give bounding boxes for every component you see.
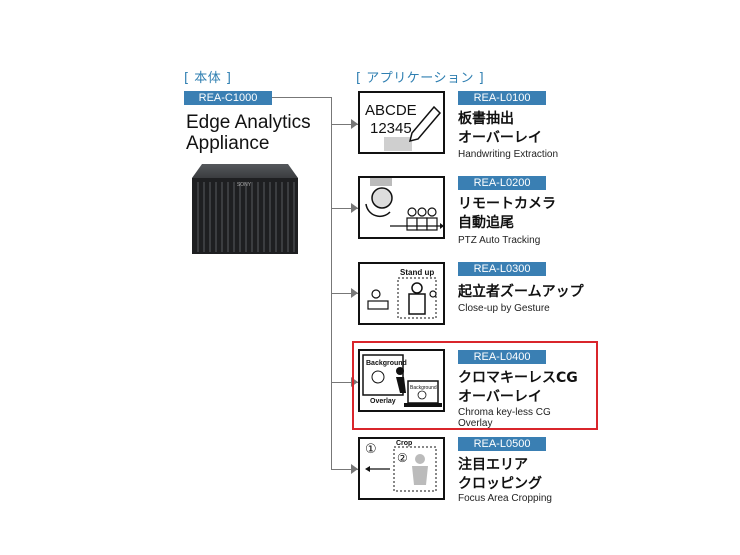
connector-app-3 — [331, 293, 358, 294]
app-3-icon-text1: Stand up — [400, 268, 434, 277]
connector-app-4 — [331, 382, 358, 383]
device-image: SONY — [190, 156, 300, 256]
app-4-icon-text2: Overlay — [370, 398, 396, 405]
app-4-highlight-frame — [352, 341, 598, 430]
connector-app-1 — [331, 124, 358, 125]
app-4-icon-text3: Background — [410, 385, 437, 391]
connector-trunk — [331, 97, 332, 470]
app-5-model-tag: REA-L0500 — [458, 437, 546, 451]
app-4-english-name-line1: Chroma key-less CG — [458, 407, 551, 418]
app-2-name-line1: リモートカメラ — [458, 196, 556, 212]
app-2-model-tag: REA-L0200 — [458, 176, 546, 190]
app-1-name-line1: 板書抽出 — [458, 111, 514, 127]
arrowhead-app-1 — [351, 119, 358, 129]
app-5-icon-text2: ② — [397, 451, 408, 465]
app-4-icon-text1: Background — [366, 360, 407, 367]
app-1-icon-text1: ABCDE — [365, 102, 417, 119]
connector-app-2 — [331, 208, 358, 209]
app-5-icon-text1: ① — [365, 442, 377, 457]
arrowhead-app-5 — [351, 464, 358, 474]
main-unit-section-label: [ 本体 ] — [184, 71, 232, 86]
arrowhead-app-3 — [351, 288, 358, 298]
app-4-english-name-line2: Overlay — [458, 418, 493, 429]
app-4-name-line2: オーバーレイ — [458, 389, 542, 405]
device-model-tag: REA-C1000 — [184, 91, 272, 105]
app-1-model-tag: REA-L0100 — [458, 91, 546, 105]
app-3-icon: Stand up — [358, 262, 445, 325]
device-brand-logo: SONY — [237, 182, 252, 188]
app-4-model-tag: REA-L0400 — [458, 350, 546, 364]
app-1-icon-text2: 12345 — [370, 120, 412, 137]
applications-section-label: [ アプリケーション ] — [356, 71, 485, 86]
connector-app-5 — [331, 469, 358, 470]
app-3-model-tag: REA-L0300 — [458, 262, 546, 276]
app-4-icon: Background Overlay Background — [358, 349, 445, 412]
app-2-icon — [358, 176, 445, 239]
app-1-name-line2: オーバーレイ — [458, 130, 542, 146]
app-5-icon: ① Crop ② — [358, 437, 445, 500]
app-4-name-line1: クロマキーレスCG — [458, 370, 578, 386]
arrowhead-app-4 — [351, 377, 358, 387]
app-2-english-name: PTZ Auto Tracking — [458, 235, 541, 246]
app-1-icon: ABCDE 12345 — [358, 91, 445, 154]
app-1-english-name: Handwriting Extraction — [458, 149, 559, 160]
device-name-line1: Edge Analytics — [186, 112, 311, 133]
app-3-name-line1: 起立者ズームアップ — [458, 284, 584, 300]
app-5-icon-text3: Crop — [396, 440, 412, 447]
app-5-english-name: Focus Area Cropping — [458, 493, 552, 504]
app-5-name-line2: クロッピング — [458, 476, 542, 492]
app-5-name-line1: 注目エリア — [458, 457, 528, 473]
device-name-line2: Appliance — [186, 133, 270, 154]
arrowhead-app-2 — [351, 203, 358, 213]
app-2-name-line2: 自動追尾 — [458, 215, 514, 231]
connector-device — [272, 97, 332, 98]
app-3-english-name: Close-up by Gesture — [458, 303, 550, 314]
